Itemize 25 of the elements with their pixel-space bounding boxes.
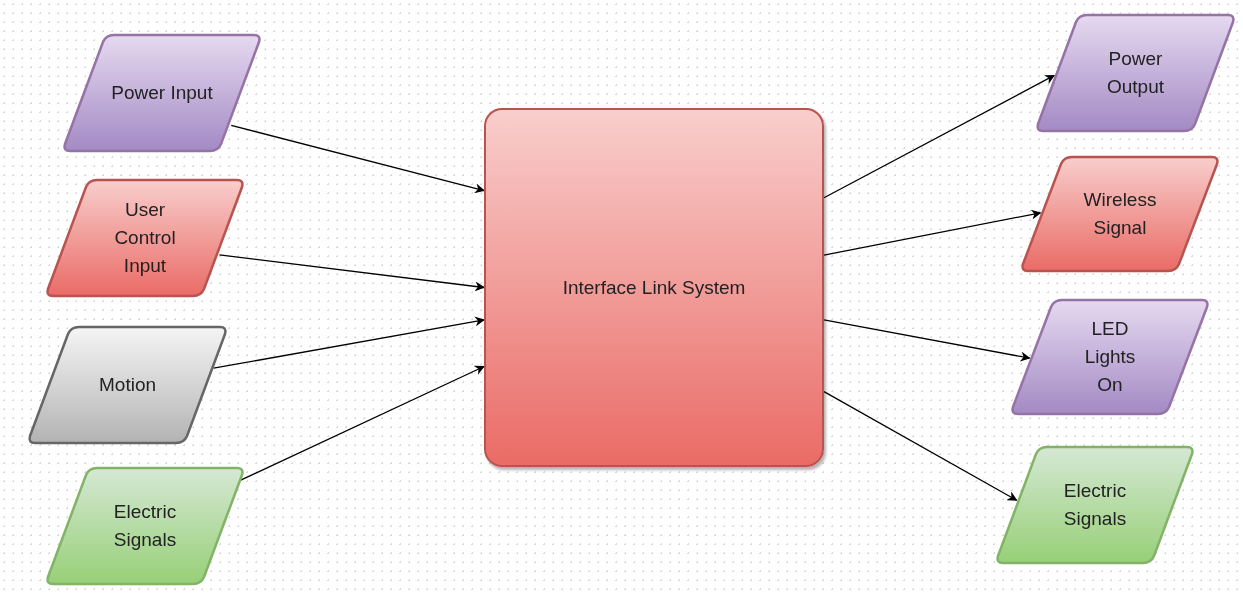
parallelogram-box	[1020, 155, 1220, 273]
parallelogram-box	[62, 33, 262, 153]
parallelogram-box	[1035, 13, 1236, 133]
node-label: Electric Signals	[112, 500, 178, 552]
arrow	[230, 124, 485, 194]
arrow	[823, 209, 1042, 256]
arrow	[823, 74, 1056, 199]
node-label: Power Output	[1105, 47, 1165, 99]
node-label: LED Lights On	[1083, 317, 1137, 397]
parallelogram-box	[1010, 298, 1210, 416]
parallelogram-box	[45, 466, 245, 586]
arrow	[218, 254, 485, 292]
node-label: Electric Signals	[1062, 479, 1128, 531]
node-label: User Control Input	[113, 198, 177, 278]
node-label: Interface Link System	[562, 275, 746, 300]
process-box	[484, 108, 824, 467]
node-label: Wireless Signal	[1082, 188, 1158, 240]
arrow	[212, 316, 485, 369]
parallelogram-box	[27, 325, 228, 445]
arrow	[823, 319, 1031, 362]
parallelogram-box	[995, 445, 1195, 565]
arrow	[823, 390, 1018, 501]
node-label: Power Input	[111, 81, 213, 105]
parallelogram-box	[45, 178, 245, 298]
node-label: Motion	[99, 373, 156, 397]
